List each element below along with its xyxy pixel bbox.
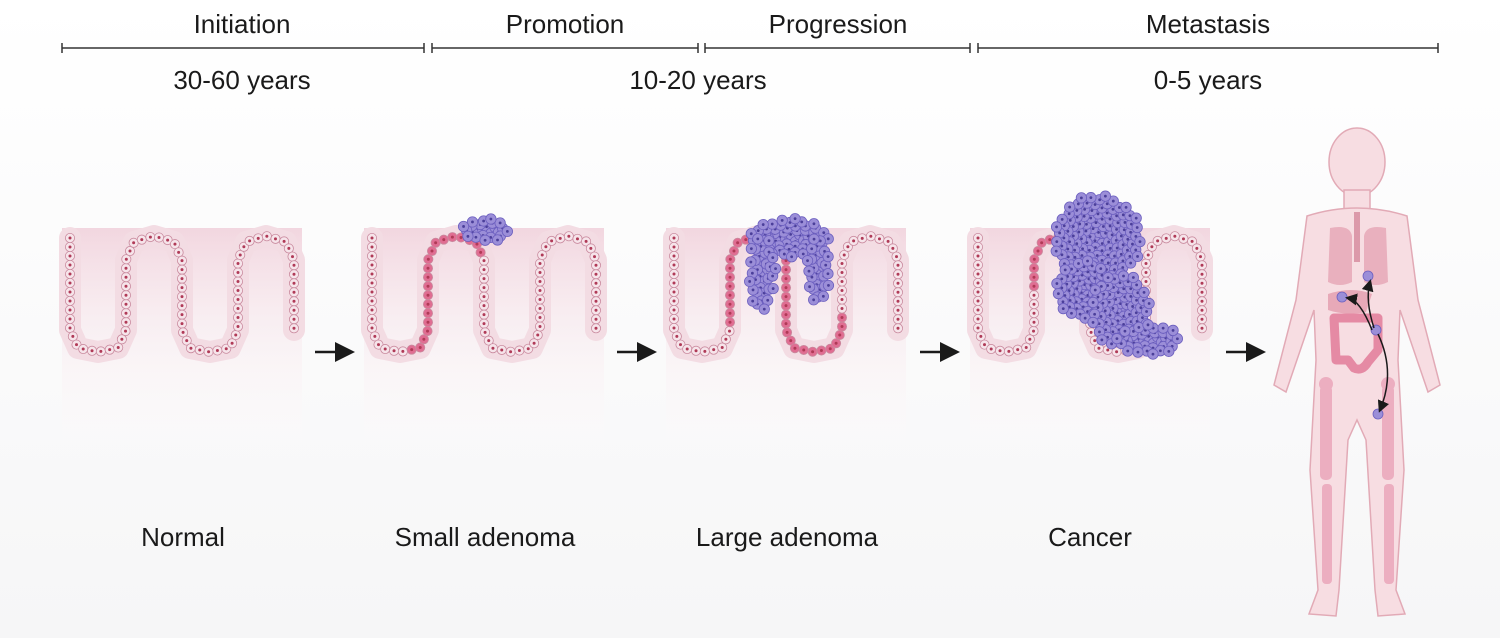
stage-label-small-adenoma: Small adenoma	[394, 522, 576, 552]
bones-icon	[1319, 377, 1395, 584]
stage-label-cancer: Cancer	[1048, 522, 1132, 552]
colon-icon	[1329, 313, 1383, 374]
tissue-normal	[59, 225, 305, 466]
timeline-bracket-progression	[704, 43, 971, 53]
metastasis-path-arrows	[1345, 279, 1390, 413]
duration-label-initiation: 30-60 years	[173, 65, 311, 95]
tissue-small-adenoma	[361, 213, 607, 466]
human-body-figure	[1273, 127, 1441, 617]
lungs-icon	[1328, 212, 1388, 285]
phase-label-initiation: Initiation	[193, 9, 291, 39]
body-silhouette-icon	[1273, 127, 1441, 617]
metastasis-cells-icon	[1336, 270, 1384, 420]
phase-label-progression: Progression	[768, 9, 908, 39]
tissue-cancer	[967, 190, 1213, 466]
timeline-bracket-initiation	[61, 43, 425, 53]
phase-label-metastasis: Metastasis	[1145, 9, 1271, 39]
duration-label-metastasis: 0-5 years	[1153, 65, 1263, 95]
timeline-bracket-promotion	[431, 43, 699, 53]
stage-label-large-adenoma: Large adenoma	[695, 522, 879, 552]
phase-label-promotion: Promotion	[505, 9, 625, 39]
stage-label-normal: Normal	[141, 522, 225, 552]
timeline-bracket-metastasis	[977, 43, 1439, 53]
duration-label-promotion-progression: 10-20 years	[629, 65, 767, 95]
tissue-large-adenoma	[663, 213, 909, 466]
liver-icon	[1328, 290, 1372, 314]
